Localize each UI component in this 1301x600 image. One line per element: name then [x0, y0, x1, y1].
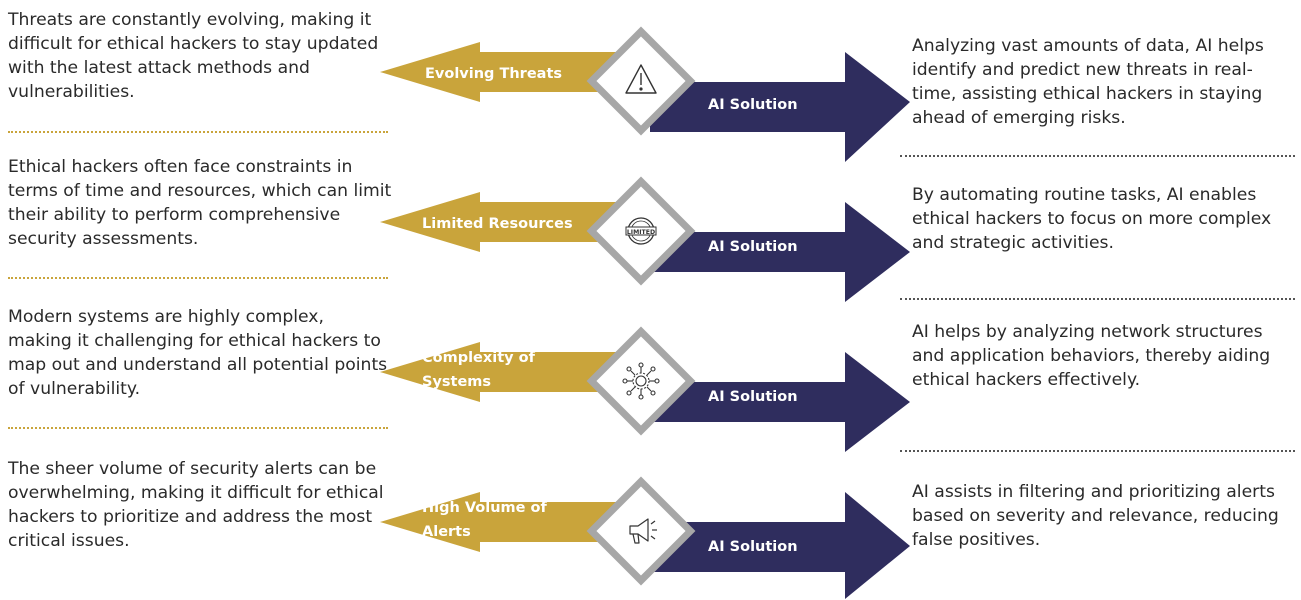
- problem-text: The sheer volume of security alerts can …: [8, 459, 384, 551]
- solution-text: Analyzing vast amounts of data, AI helps…: [912, 36, 1264, 128]
- solution-arrow: [650, 52, 910, 162]
- challenge-label: Limited Resources: [422, 216, 573, 232]
- problem-text: Threats are constantly evolving, making …: [8, 10, 379, 102]
- icon-diamond: [586, 326, 696, 436]
- challenge-arrow: [380, 342, 630, 402]
- challenge-arrow: [380, 492, 630, 552]
- solution-text: AI assists in filtering and prioritizing…: [912, 482, 1279, 550]
- right-divider: [900, 450, 1295, 452]
- right-divider: [900, 155, 1295, 157]
- solution-label: AI Solution: [708, 239, 798, 255]
- network-gear-icon: [622, 362, 660, 400]
- challenge-solution-arrows: High Volume of Alerts AI Solution: [380, 476, 910, 599]
- right-divider: [900, 298, 1295, 300]
- challenge-label: Evolving Threats: [425, 66, 562, 82]
- row-complexity-of-systems: Modern systems are highly complex, makin…: [0, 300, 1301, 452]
- warning-icon: [625, 64, 657, 94]
- solution-text: AI helps by analyzing network structures…: [912, 322, 1271, 390]
- megaphone-icon: [629, 518, 657, 544]
- challenge-solution-arrows: Complexity of Systems AI Solution: [380, 326, 910, 452]
- solution-text: By automating routine tasks, AI enables …: [912, 185, 1272, 253]
- challenge-label-line-2: Systems: [422, 374, 491, 390]
- limited-stamp-icon: LIMITED: [625, 217, 657, 245]
- icon-diamond: LIMITED: [586, 176, 696, 286]
- solution-label: AI Solution: [708, 389, 798, 405]
- challenge-arrow: [380, 42, 630, 102]
- challenge-label-line-1: High Volume of: [422, 500, 547, 516]
- icon-diamond: [586, 476, 696, 586]
- left-divider: [8, 427, 388, 429]
- solution-arrow: [650, 202, 910, 302]
- row-evolving-threats: Threats are constantly evolving, making …: [0, 0, 1301, 162]
- row-limited-resources: Ethical hackers often face constraints i…: [0, 150, 1301, 302]
- solution-arrow: [650, 492, 910, 599]
- solution-arrow: [650, 352, 910, 452]
- solution-label: AI Solution: [708, 97, 798, 113]
- left-divider: [8, 131, 388, 133]
- solution-label: AI Solution: [708, 539, 798, 555]
- problem-text: Modern systems are highly complex, makin…: [8, 307, 388, 399]
- challenge-arrow: [380, 192, 630, 252]
- problem-text: Ethical hackers often face constraints i…: [8, 157, 392, 249]
- icon-diamond: [586, 26, 696, 136]
- challenge-solution-arrows: Evolving Threats AI Solution: [380, 26, 910, 162]
- challenge-label-line-1: Complexity of: [422, 350, 536, 366]
- limited-stamp-text: LIMITED: [627, 229, 655, 236]
- left-divider: [8, 277, 388, 279]
- row-high-volume-of-alerts: The sheer volume of security alerts can …: [0, 450, 1301, 600]
- challenge-solution-arrows: Limited Resources AI Solution LIMITED: [380, 176, 910, 302]
- challenge-label-line-2: Alerts: [422, 524, 471, 540]
